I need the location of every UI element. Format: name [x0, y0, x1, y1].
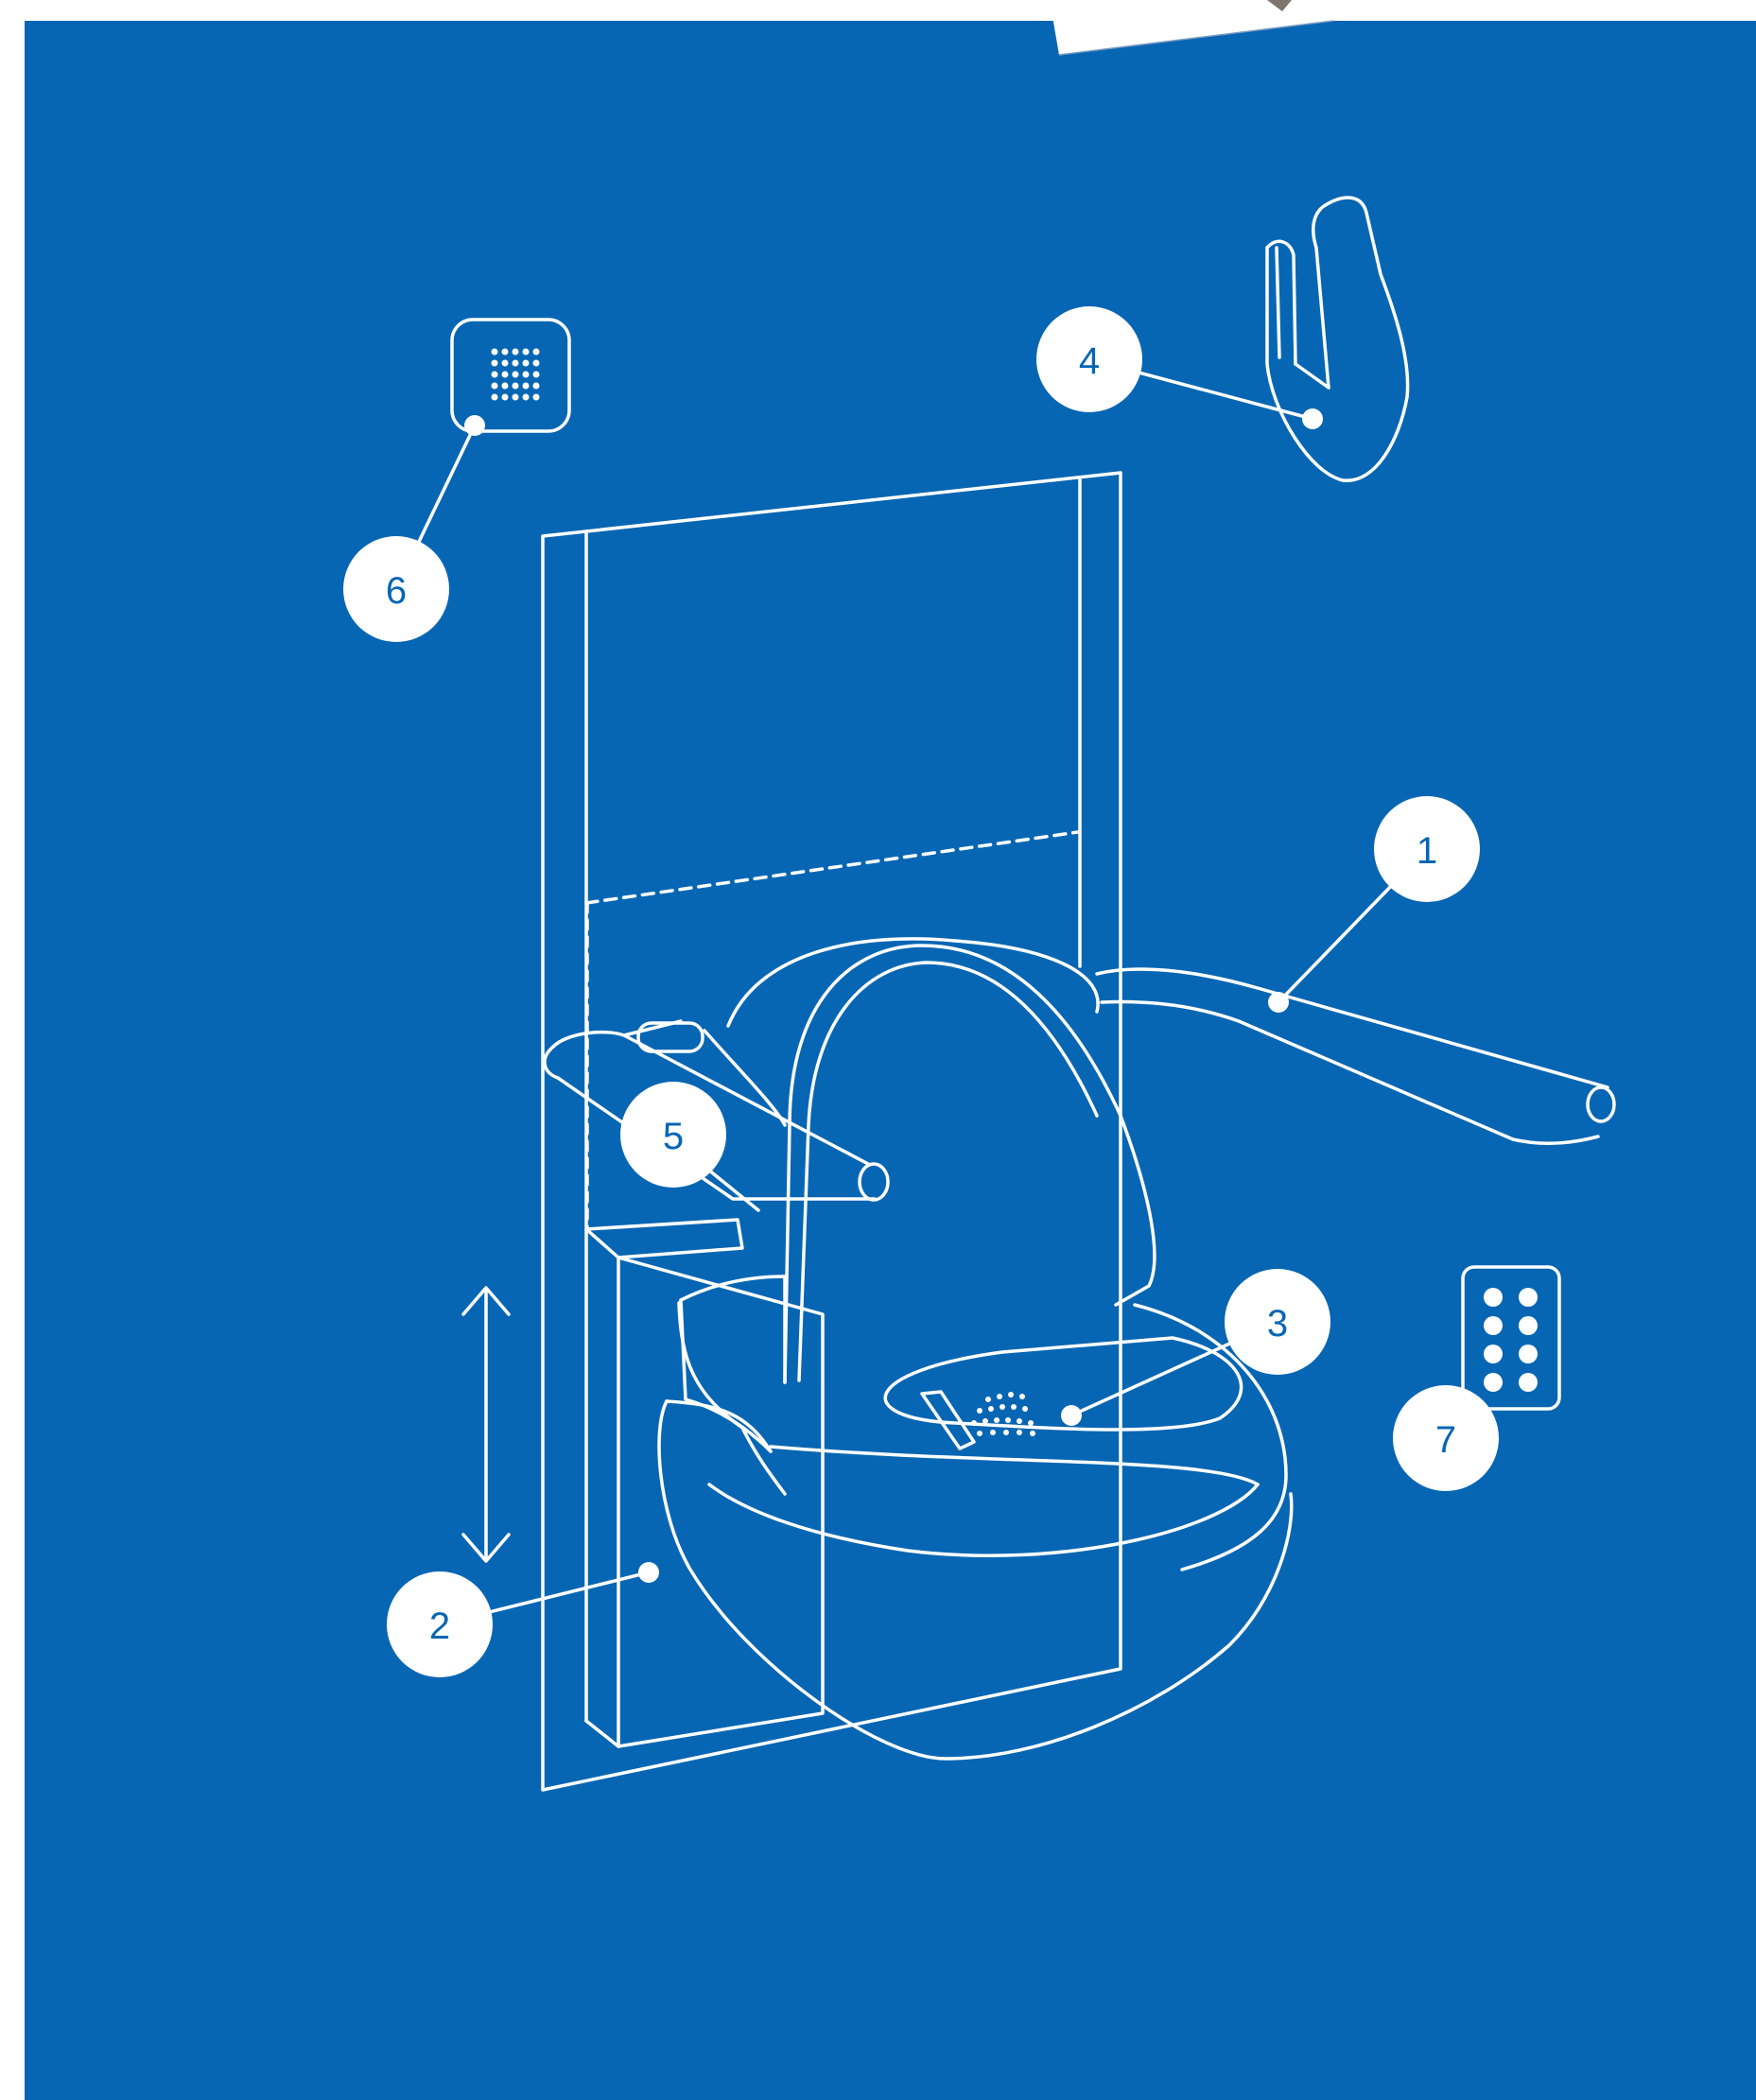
- callout-badge-4: 4: [1036, 306, 1142, 412]
- callout-leaders: [396, 359, 1464, 1624]
- height-adjust-arrow-icon: [463, 1288, 509, 1561]
- svg-text:7: 7: [1435, 1419, 1456, 1461]
- callout-badge-1: 1: [1374, 796, 1480, 902]
- svg-text:3: 3: [1267, 1303, 1288, 1345]
- right-grab-bar-illustration: [1097, 969, 1614, 1143]
- svg-text:1: 1: [1417, 830, 1437, 872]
- wall-button-panel-icon: [1463, 1267, 1559, 1409]
- callout-badge-5: 5: [620, 1082, 726, 1188]
- handheld-remote-icon: [1267, 198, 1408, 480]
- svg-text:6: 6: [386, 570, 407, 612]
- svg-text:4: 4: [1079, 340, 1100, 382]
- svg-text:5: 5: [663, 1116, 684, 1157]
- svg-text:2: 2: [429, 1605, 450, 1647]
- wall-keypad-icon: [452, 320, 569, 431]
- toilet-illustration: [659, 939, 1292, 1759]
- callout-badge-3: 3: [1225, 1269, 1330, 1375]
- callout-badge-2: 2: [387, 1571, 493, 1677]
- callout-badge-7: 7: [1393, 1385, 1499, 1491]
- callout-badge-6: 6: [343, 536, 449, 642]
